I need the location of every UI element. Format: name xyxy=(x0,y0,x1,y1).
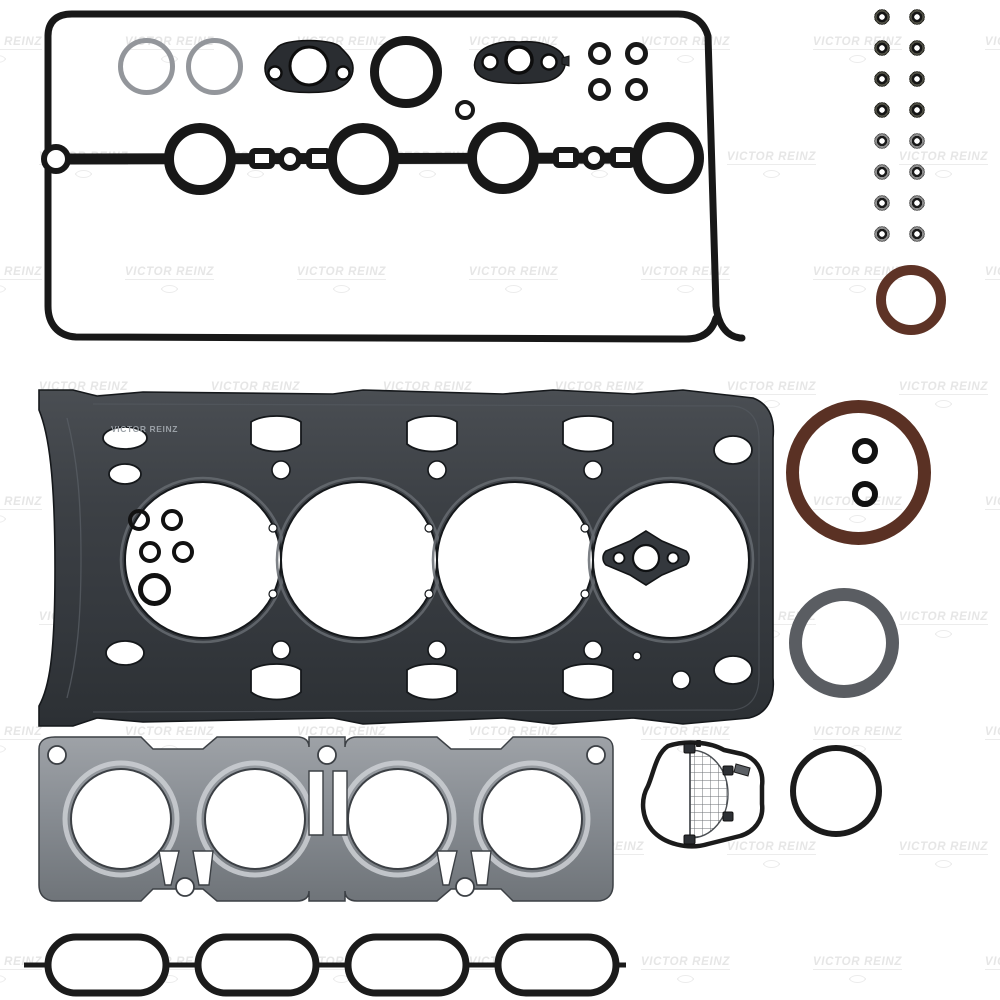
reinz-diamond-logo-icon xyxy=(849,285,866,293)
reinz-diamond-logo-icon xyxy=(677,975,694,983)
watermark-text: VICTOR REINZ xyxy=(800,952,915,983)
watermark-label: VICTOR REINZ xyxy=(812,726,903,740)
reinz-diamond-logo-icon xyxy=(935,170,952,178)
watermark-label: VICTOR REINZ xyxy=(984,266,1000,280)
throttle-body-gasket xyxy=(638,740,778,855)
valve-stem-seal xyxy=(906,37,928,59)
watermark-text: VICTOR REINZ xyxy=(972,492,1000,523)
watermark-text: VICTOR REINZ xyxy=(800,32,915,63)
valve-stem-seal xyxy=(906,192,928,214)
small-oring xyxy=(625,78,648,101)
reinz-diamond-logo-icon xyxy=(935,400,952,408)
spark-plug-tube-seal xyxy=(118,38,175,95)
spark-plug-tube-seal xyxy=(186,38,243,95)
intake-manifold-gasket xyxy=(20,925,630,997)
valve-stem-seal xyxy=(906,223,928,245)
watermark-label: VICTOR REINZ xyxy=(898,381,989,395)
watermark-text: VICTOR REINZ xyxy=(886,607,1000,638)
watermark-text: VICTOR REINZ xyxy=(972,722,1000,753)
watermark-text: VICTOR REINZ xyxy=(972,952,1000,983)
exhaust-pipe-ring xyxy=(789,588,899,698)
crankshaft-seal-rear xyxy=(786,400,931,545)
valve-stem-seal xyxy=(871,223,893,245)
small-oring xyxy=(588,78,611,101)
valve-stem-seal xyxy=(906,99,928,121)
small-oring xyxy=(139,541,161,563)
watermark-label: VICTOR REINZ xyxy=(898,611,989,625)
small-oring xyxy=(138,573,171,606)
valve-stem-seal xyxy=(871,37,893,59)
watermark-text: VICTOR REINZ xyxy=(972,262,1000,293)
water-pump-gasket xyxy=(602,529,690,587)
reinz-diamond-logo-icon xyxy=(0,55,6,63)
reinz-diamond-logo-icon xyxy=(0,515,6,523)
watermark-label: VICTOR REINZ xyxy=(984,36,1000,50)
valve-stem-seal xyxy=(871,99,893,121)
reinz-diamond-logo-icon xyxy=(849,55,866,63)
valve-stem-seal xyxy=(871,68,893,90)
reinz-diamond-logo-icon xyxy=(0,975,6,983)
valve-stem-seal xyxy=(871,192,893,214)
reinz-diamond-logo-icon xyxy=(763,170,780,178)
valve-stem-seal xyxy=(871,6,893,28)
watermark-label: VICTOR REINZ xyxy=(984,726,1000,740)
watermark-label: VICTOR REINZ xyxy=(984,496,1000,510)
valve-stem-seal xyxy=(906,130,928,152)
oil-pipe-gasket xyxy=(468,38,570,86)
valve-stem-seal xyxy=(871,161,893,183)
valve-stem-seal xyxy=(906,161,928,183)
watermark-label: VICTOR REINZ xyxy=(640,956,731,970)
reinz-diamond-logo-icon xyxy=(763,860,780,868)
small-oring xyxy=(588,42,611,65)
small-oring xyxy=(161,509,183,531)
svg-text:VICTOR REINZ: VICTOR REINZ xyxy=(111,424,178,434)
small-oring xyxy=(172,541,194,563)
watermark-text: VICTOR REINZ xyxy=(972,32,1000,63)
watermark-text: VICTOR REINZ xyxy=(886,147,1000,178)
small-oring xyxy=(852,438,878,464)
cylinder-head-gasket: VICTOR REINZ xyxy=(33,388,778,728)
cam-seal-large xyxy=(370,36,442,108)
crankshaft-seal-front xyxy=(876,265,946,335)
exhaust-manifold-gasket xyxy=(33,735,618,915)
small-oring xyxy=(128,509,150,531)
valve-stem-seal xyxy=(906,6,928,28)
small-oring xyxy=(455,100,475,120)
watermark-text: VICTOR REINZ xyxy=(886,837,1000,868)
water-pump-gasket xyxy=(263,36,355,98)
watermark-text: VICTOR REINZ xyxy=(628,952,743,983)
throttle-oring xyxy=(790,745,882,837)
reinz-diamond-logo-icon xyxy=(849,975,866,983)
valve-stem-seal xyxy=(871,130,893,152)
small-oring xyxy=(852,481,878,507)
reinz-diamond-logo-icon xyxy=(935,860,952,868)
reinz-diamond-logo-icon xyxy=(0,745,6,753)
watermark-label: VICTOR REINZ xyxy=(898,841,989,855)
watermark-label: VICTOR REINZ xyxy=(984,956,1000,970)
valve-stem-seal xyxy=(906,68,928,90)
reinz-diamond-logo-icon xyxy=(0,285,6,293)
watermark-label: VICTOR REINZ xyxy=(640,726,731,740)
watermark-label: VICTOR REINZ xyxy=(812,956,903,970)
watermark-text: VICTOR REINZ xyxy=(886,377,1000,408)
small-oring xyxy=(625,42,648,65)
valve-cover-gasket xyxy=(26,6,746,361)
reinz-diamond-logo-icon xyxy=(935,630,952,638)
